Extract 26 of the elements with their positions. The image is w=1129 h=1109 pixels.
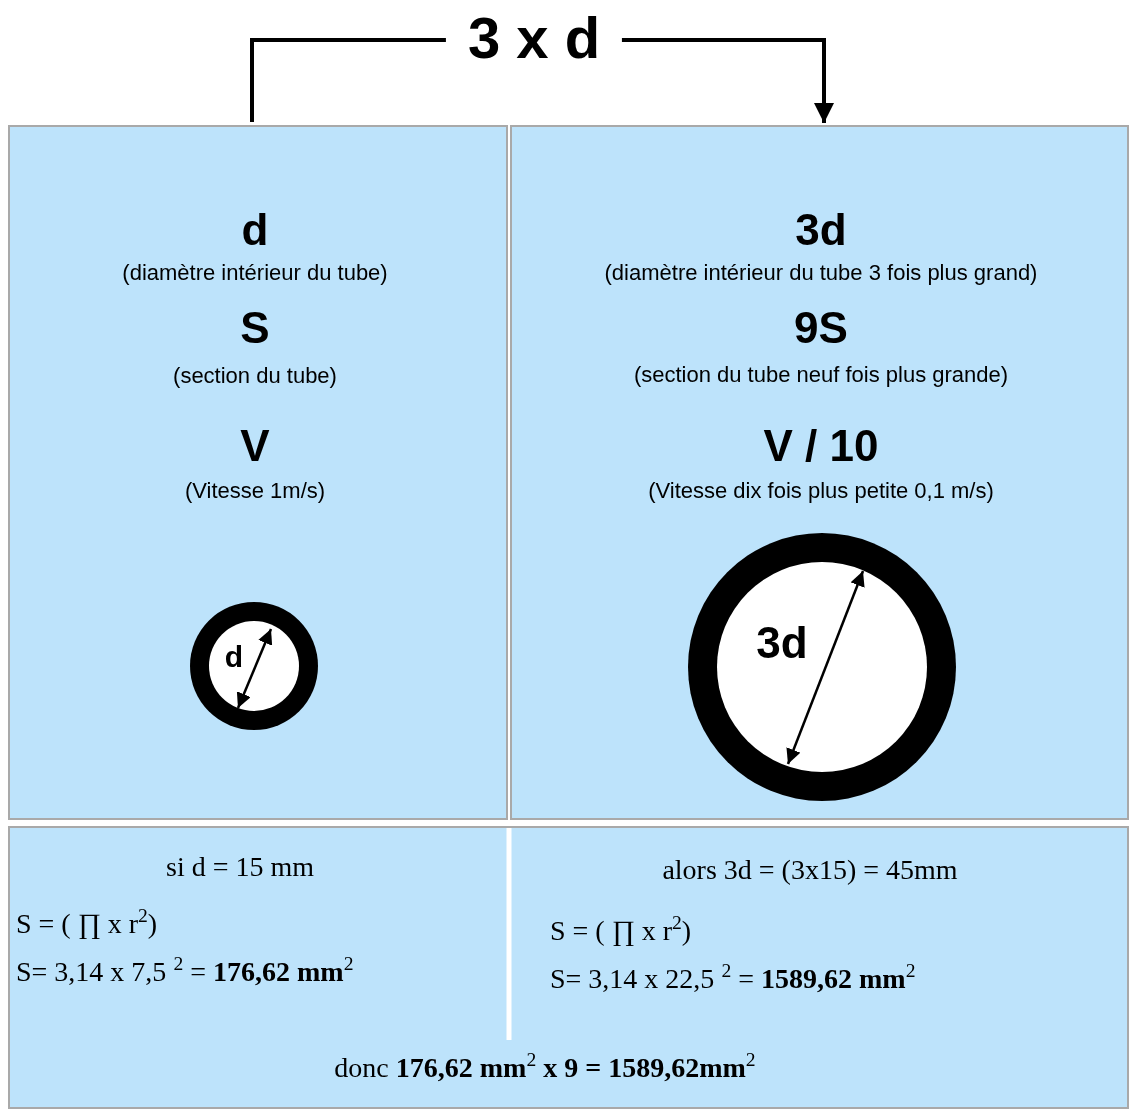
formula-text: si d = 15 mm bbox=[166, 851, 314, 883]
panel bbox=[8, 826, 1129, 1109]
description-text: (Vitesse dix fois plus petite 0,1 m/s) bbox=[648, 478, 994, 504]
dimension-label: d bbox=[224, 640, 244, 674]
formula-text: S = ( ∏ x r$^{2}$) bbox=[16, 908, 158, 940]
panel bbox=[8, 125, 508, 820]
tube-cross-section bbox=[688, 533, 956, 801]
formula-text: alors 3d = (3x15) = 45mm bbox=[662, 854, 958, 886]
description-text: (diamètre intérieur du tube) bbox=[122, 260, 388, 286]
symbol-heading: d bbox=[241, 205, 269, 255]
symbol-heading: V bbox=[240, 421, 270, 471]
formula-text: S= 3,14 x 7,5 $^{2}$ = 176,62 mm$^{2}$ bbox=[16, 956, 354, 988]
tube-cross-section bbox=[190, 602, 318, 730]
formula-text: S= 3,14 x 22,5 $^{2}$ = 1589,62 mm$^{2}$ bbox=[550, 963, 916, 995]
description-text: (section du tube) bbox=[173, 363, 337, 389]
formula-text: donc 176,62 mm$^{2}$ x 9 = 1589,62mm$^{2}$ bbox=[334, 1052, 756, 1084]
formula-text: S = ( ∏ x r$^{2}$) bbox=[550, 915, 692, 947]
symbol-heading: S bbox=[240, 303, 270, 353]
description-text: (section du tube neuf fois plus grande) bbox=[633, 362, 1009, 388]
symbol-heading: 3d bbox=[795, 205, 847, 255]
dimension-label: 3d bbox=[756, 618, 808, 668]
symbol-heading: V / 10 bbox=[763, 421, 879, 471]
panel bbox=[510, 125, 1129, 820]
symbol-heading: 9S bbox=[794, 303, 848, 353]
description-text: (Vitesse 1m/s) bbox=[184, 478, 326, 504]
description-text: (diamètre intérieur du tube 3 fois plus grand) bbox=[604, 260, 1038, 286]
